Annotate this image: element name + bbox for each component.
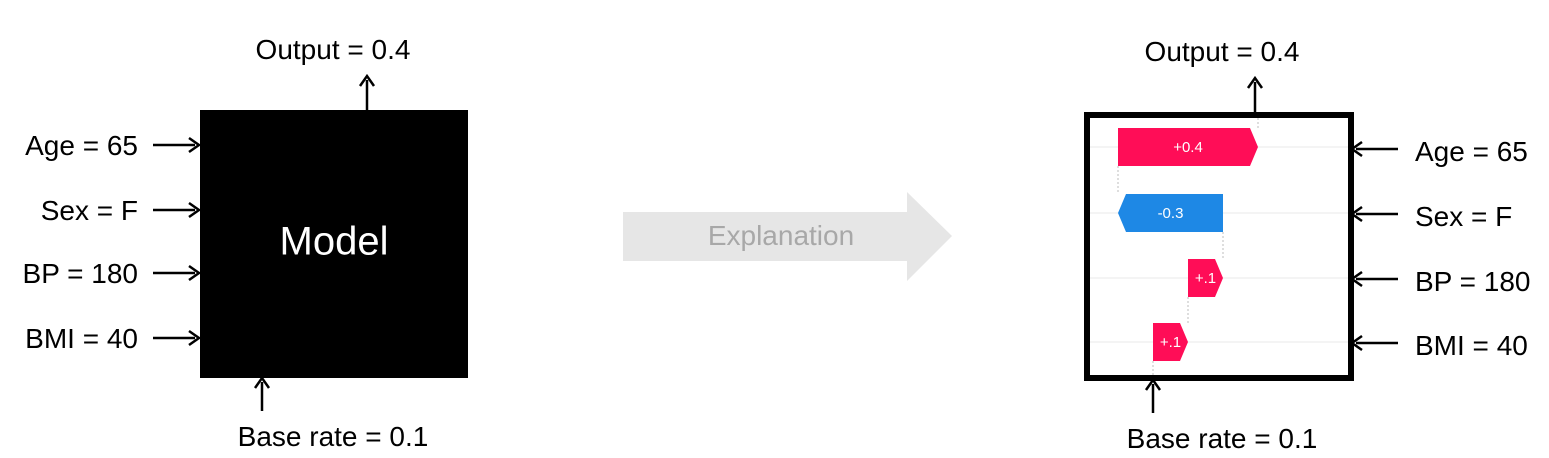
left-feature-row: Sex = F: [41, 195, 202, 226]
left-feature-row: BP = 180: [23, 258, 202, 289]
left-feature-row: Age = 65: [25, 130, 202, 161]
waterfall-bars: +0.4 -0.3 +.1 +.1: [1117, 118, 1259, 376]
explanation-transition: Explanation: [623, 192, 952, 281]
explanation-label: Explanation: [708, 220, 854, 251]
left-base-rate-arrow: [253, 375, 271, 411]
model-box: [200, 110, 468, 378]
right-feature-row: BP = 180: [1349, 266, 1530, 297]
waterfall-value-label: +.1: [1160, 334, 1181, 351]
left-feature-label: Sex = F: [41, 195, 138, 226]
right-base-rate-label: Base rate = 0.1: [1127, 423, 1318, 453]
right-feature-label: BP = 180: [1415, 266, 1530, 297]
left-feature-label: BP = 180: [23, 258, 138, 289]
waterfall-bar: [1153, 323, 1188, 361]
explanation-box: [1084, 112, 1354, 381]
right-output-label: Output = 0.4: [1145, 36, 1300, 67]
right-feature-row: Sex = F: [1349, 201, 1512, 232]
right-feature-label: BMI = 40: [1415, 330, 1528, 361]
row-gridlines: [1090, 146, 1348, 343]
right-output-arrow: [1246, 75, 1264, 112]
left-feature-row: BMI = 40: [25, 323, 202, 354]
left-base-rate-label: Base rate = 0.1: [238, 421, 429, 452]
waterfall-bar: [1188, 259, 1223, 297]
left-output-arrow: [358, 73, 376, 110]
left-model-panel: Model Output = 0.4 Base rate = 0.1 Age =…: [23, 34, 468, 452]
waterfall-bar: [1118, 194, 1223, 232]
left-feature-label: Age = 65: [25, 130, 138, 161]
right-explanation-panel: +0.4 -0.3 +.1 +.1 Output = 0.4 Base rate = …: [1084, 36, 1530, 454]
left-feature-label: BMI = 40: [25, 323, 138, 354]
waterfall-bar: [1118, 128, 1258, 166]
waterfall-value-label: +0.4: [1173, 139, 1203, 156]
explanation-arrow: [623, 192, 952, 281]
waterfall-value-label: -0.3: [1158, 205, 1184, 222]
right-feature-row: Age = 65: [1349, 136, 1528, 167]
right-feature-label: Age = 65: [1415, 136, 1528, 167]
right-base-rate-arrow: [1144, 377, 1162, 413]
right-feature-row: BMI = 40: [1349, 330, 1528, 361]
right-feature-label: Sex = F: [1415, 201, 1512, 232]
waterfall-value-label: +.1: [1195, 270, 1216, 287]
model-box-label: Model: [280, 220, 389, 264]
left-output-label: Output = 0.4: [256, 34, 411, 65]
